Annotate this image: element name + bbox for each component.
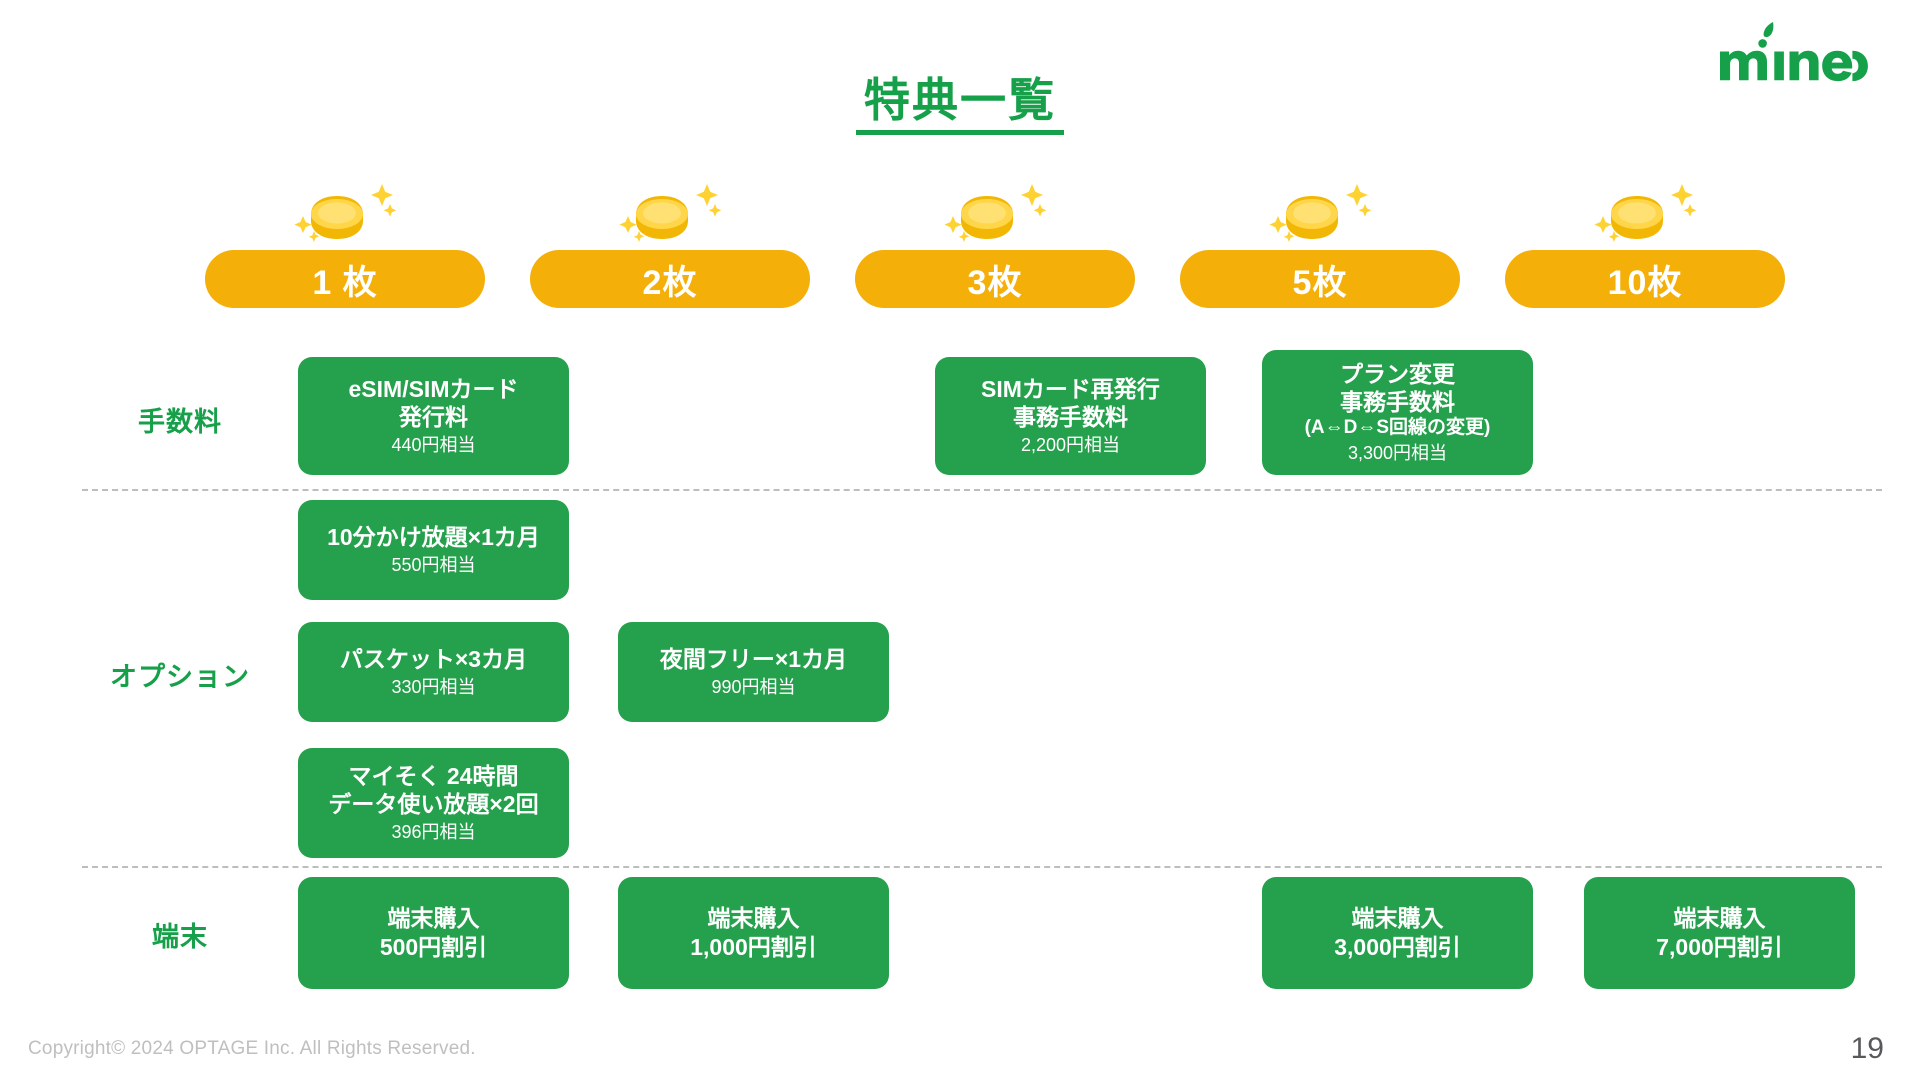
- card-note: 440円相当: [391, 434, 476, 455]
- coin-holder-3: [855, 170, 1135, 246]
- card-line: 端末購入: [707, 905, 800, 932]
- card-line: プラン変更: [1340, 360, 1455, 387]
- copyright-text: Copyright© 2024 OPTAGE Inc. All Rights R…: [28, 1038, 476, 1059]
- card-line: SIMカード再発行: [981, 375, 1160, 402]
- card-line: 事務手数料: [1340, 389, 1455, 416]
- card-option-1-c[interactable]: マイそく 24時間 データ使い放題×2回 396円相当: [298, 748, 569, 858]
- card-note: 990円相当: [711, 676, 796, 697]
- card-line: 10分かけ放題×1カ月: [327, 524, 540, 551]
- card-line: 端末購入: [1673, 905, 1766, 932]
- column-header-2: 2枚: [530, 170, 810, 308]
- column-badge-2[interactable]: 2枚: [530, 250, 810, 308]
- card-device-10[interactable]: 端末購入 7,000円割引: [1584, 877, 1855, 989]
- coin-holder-5: [1180, 170, 1460, 246]
- card-line: データ使い放題×2回: [328, 791, 539, 818]
- card-line: 1,000円割引: [690, 934, 817, 960]
- page-number: 19: [1850, 1032, 1884, 1065]
- column-badge-label-1: 1 枚: [312, 263, 378, 302]
- card-option-1-a[interactable]: 10分かけ放題×1カ月 550円相当: [298, 500, 569, 600]
- gold-coin-icon: [614, 174, 726, 242]
- card-line: 7,000円割引: [1656, 934, 1783, 960]
- card-note: 330円相当: [391, 676, 476, 697]
- card-line: eSIM/SIMカード: [348, 375, 519, 402]
- column-badge-label-5: 5枚: [1292, 263, 1348, 302]
- coin-holder-10: [1505, 170, 1785, 246]
- card-device-2[interactable]: 端末購入 1,000円割引: [618, 877, 889, 989]
- column-badge-5[interactable]: 5枚: [1180, 250, 1460, 308]
- column-badge-label-3: 3枚: [967, 263, 1023, 302]
- card-line: マイそく 24時間: [348, 762, 519, 789]
- gold-coin-icon: [1264, 174, 1376, 242]
- page-title-text: 特典一覧: [856, 76, 1064, 136]
- card-line: 端末購入: [1351, 905, 1444, 932]
- card-line: パスケット×3カ月: [339, 646, 528, 673]
- gold-coin-icon: [939, 174, 1051, 242]
- card-option-1-b[interactable]: パスケット×3カ月 330円相当: [298, 622, 569, 722]
- column-badge-label-2: 2枚: [642, 263, 698, 302]
- column-header-1: 1 枚: [205, 170, 485, 308]
- card-line: 3,000円割引: [1334, 934, 1461, 960]
- card-fee-3[interactable]: SIMカード再発行 事務手数料 2,200円相当: [935, 357, 1206, 475]
- column-badge-3[interactable]: 3枚: [855, 250, 1135, 308]
- column-header-3: 3枚: [855, 170, 1135, 308]
- coin-holder-1: [205, 170, 485, 246]
- column-badge-10[interactable]: 10枚: [1505, 250, 1785, 308]
- card-line: 端末購入: [387, 905, 480, 932]
- card-device-1[interactable]: 端末購入 500円割引: [298, 877, 569, 989]
- gold-coin-icon: [289, 174, 401, 242]
- mineo-logo: [1718, 22, 1868, 84]
- card-line: 夜間フリー×1カ月: [659, 646, 848, 673]
- card-device-5[interactable]: 端末購入 3,000円割引: [1262, 877, 1533, 989]
- column-badge-1[interactable]: 1 枚: [205, 250, 485, 308]
- gold-coin-icon: [1589, 174, 1701, 242]
- row-label-fee: 手数料: [138, 407, 222, 437]
- card-option-2-a[interactable]: 夜間フリー×1カ月 990円相当: [618, 622, 889, 722]
- card-line: 事務手数料: [1013, 404, 1128, 431]
- card-note: 2,200円相当: [1020, 434, 1121, 455]
- page-title: 特典一覧: [0, 76, 1920, 136]
- row-label-option: オプション: [110, 662, 250, 692]
- column-badge-label-10: 10枚: [1607, 263, 1683, 302]
- card-fee-5[interactable]: プラン変更 事務手数料 (A⇔D⇔S回線の変更) 3,300円相当: [1262, 350, 1533, 475]
- coin-holder-2: [530, 170, 810, 246]
- card-note: 550円相当: [391, 554, 476, 575]
- column-header-5: 5枚: [1180, 170, 1460, 308]
- card-note: 396円相当: [391, 821, 476, 842]
- row-label-device: 端末: [152, 922, 208, 952]
- column-header-10: 10枚: [1505, 170, 1785, 308]
- card-subline: (A⇔D⇔S回線の変更): [1304, 416, 1491, 438]
- card-line: 500円割引: [379, 934, 488, 960]
- card-line: 発行料: [399, 404, 468, 431]
- card-note: 3,300円相当: [1347, 442, 1448, 463]
- row-divider-1: [82, 489, 1882, 491]
- card-fee-1[interactable]: eSIM/SIMカード 発行料 440円相当: [298, 357, 569, 475]
- row-divider-2: [82, 866, 1882, 868]
